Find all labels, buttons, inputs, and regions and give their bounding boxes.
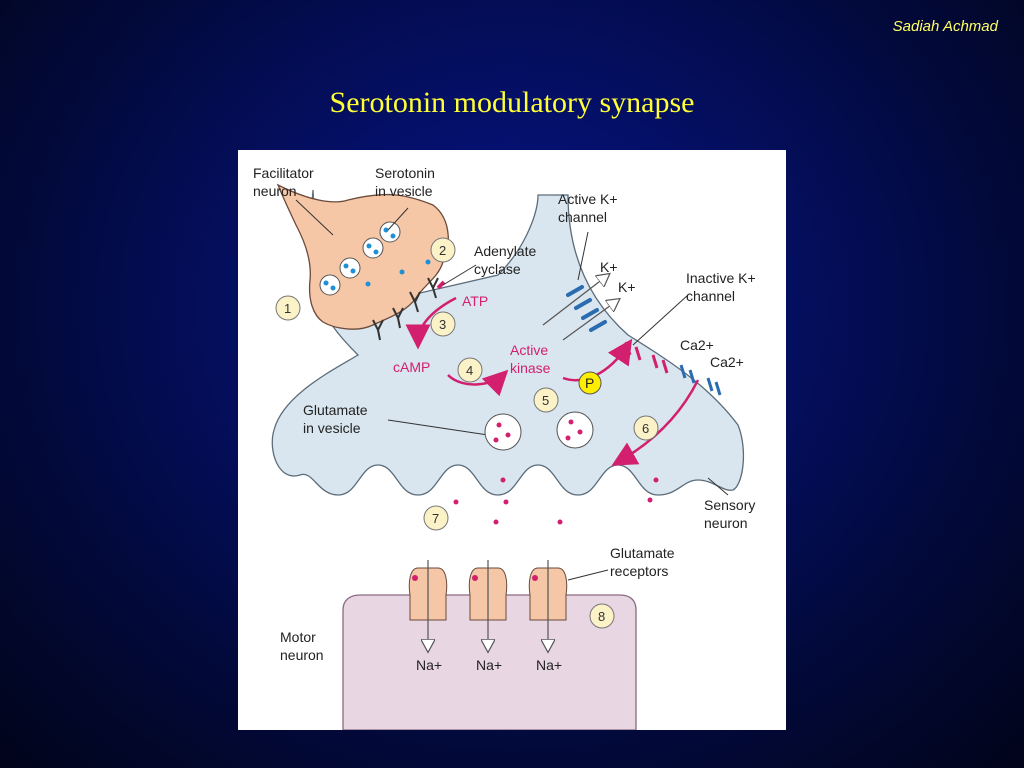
synapse-diagram: P 1 2 3 4 5 6 7 8 Facilitator neuron Ser… bbox=[238, 150, 786, 730]
active-k-channels bbox=[566, 285, 607, 332]
step-7: 7 bbox=[432, 511, 439, 526]
glutamate-vesicles bbox=[484, 411, 594, 451]
label-serotonin-2: in vesicle bbox=[375, 183, 433, 199]
step-1: 1 bbox=[284, 301, 291, 316]
label-sensory: Sensory bbox=[704, 497, 755, 513]
label-active-k-2: channel bbox=[558, 209, 607, 225]
phosphate-circle bbox=[578, 371, 602, 395]
label-na-3: Na+ bbox=[536, 657, 562, 673]
label-ca-ion-2: Ca2+ bbox=[710, 354, 744, 370]
step-3: 3 bbox=[439, 317, 446, 332]
label-glutamate-vesicle: Glutamate bbox=[303, 402, 368, 418]
glutamate-bound-dots bbox=[412, 575, 538, 581]
sodium-flow-arrows bbox=[428, 560, 548, 650]
motor-neuron bbox=[342, 594, 637, 730]
label-camp: cAMP bbox=[393, 359, 430, 375]
label-active-kinase: Active bbox=[510, 342, 548, 358]
label-glu-receptors-2: receptors bbox=[610, 563, 668, 579]
label-atp: ATP bbox=[462, 293, 488, 309]
step-4: 4 bbox=[466, 363, 473, 378]
label-serotonin: Serotonin bbox=[375, 165, 435, 181]
step-5: 5 bbox=[542, 393, 549, 408]
step-8: 8 bbox=[598, 609, 605, 624]
label-glutamate-vesicle-2: in vesicle bbox=[303, 420, 361, 436]
label-inactive-k-2: channel bbox=[686, 288, 735, 304]
released-glutamate bbox=[435, 477, 659, 525]
adenylate-cyclase-mark bbox=[436, 280, 446, 290]
label-inactive-k: Inactive K+ bbox=[686, 270, 756, 286]
step-2: 2 bbox=[439, 243, 446, 258]
step-markers bbox=[275, 237, 659, 629]
label-k-ion-2: K+ bbox=[618, 279, 636, 295]
label-motor: Motor bbox=[280, 629, 316, 645]
label-na-1: Na+ bbox=[416, 657, 442, 673]
label-sensory-2: neuron bbox=[704, 515, 748, 531]
phosphate-label: P bbox=[585, 375, 594, 391]
serotonin-receptors bbox=[372, 277, 439, 341]
author-credit: Sadiah Achmad bbox=[892, 18, 998, 35]
synapse-diagram-svg: P 1 2 3 4 5 6 7 8 Facilitator neuron Ser… bbox=[253, 165, 756, 730]
label-na-2: Na+ bbox=[476, 657, 502, 673]
step-6: 6 bbox=[642, 421, 649, 436]
label-active-k: Active K+ bbox=[558, 191, 618, 207]
leader-lines bbox=[295, 199, 729, 581]
slide-title: Serotonin modulatory synapse bbox=[329, 86, 695, 119]
facilitator-neuron bbox=[276, 183, 449, 330]
serotonin-vesicles bbox=[319, 221, 431, 296]
label-adenylate-2: cyclase bbox=[474, 261, 521, 277]
label-active-kinase-2: kinase bbox=[510, 360, 551, 376]
label-ca-ion-1: Ca2+ bbox=[680, 337, 714, 353]
ca-channels bbox=[679, 364, 722, 396]
label-facilitator-2: neuron bbox=[253, 183, 297, 199]
label-motor-2: neuron bbox=[280, 647, 324, 663]
label-glu-receptors: Glutamate bbox=[610, 545, 675, 561]
k-efflux-arrows bbox=[542, 275, 618, 341]
label-adenylate: Adenylate bbox=[474, 243, 536, 259]
label-k-ion-1: K+ bbox=[600, 259, 618, 275]
label-facilitator: Facilitator bbox=[253, 165, 314, 181]
